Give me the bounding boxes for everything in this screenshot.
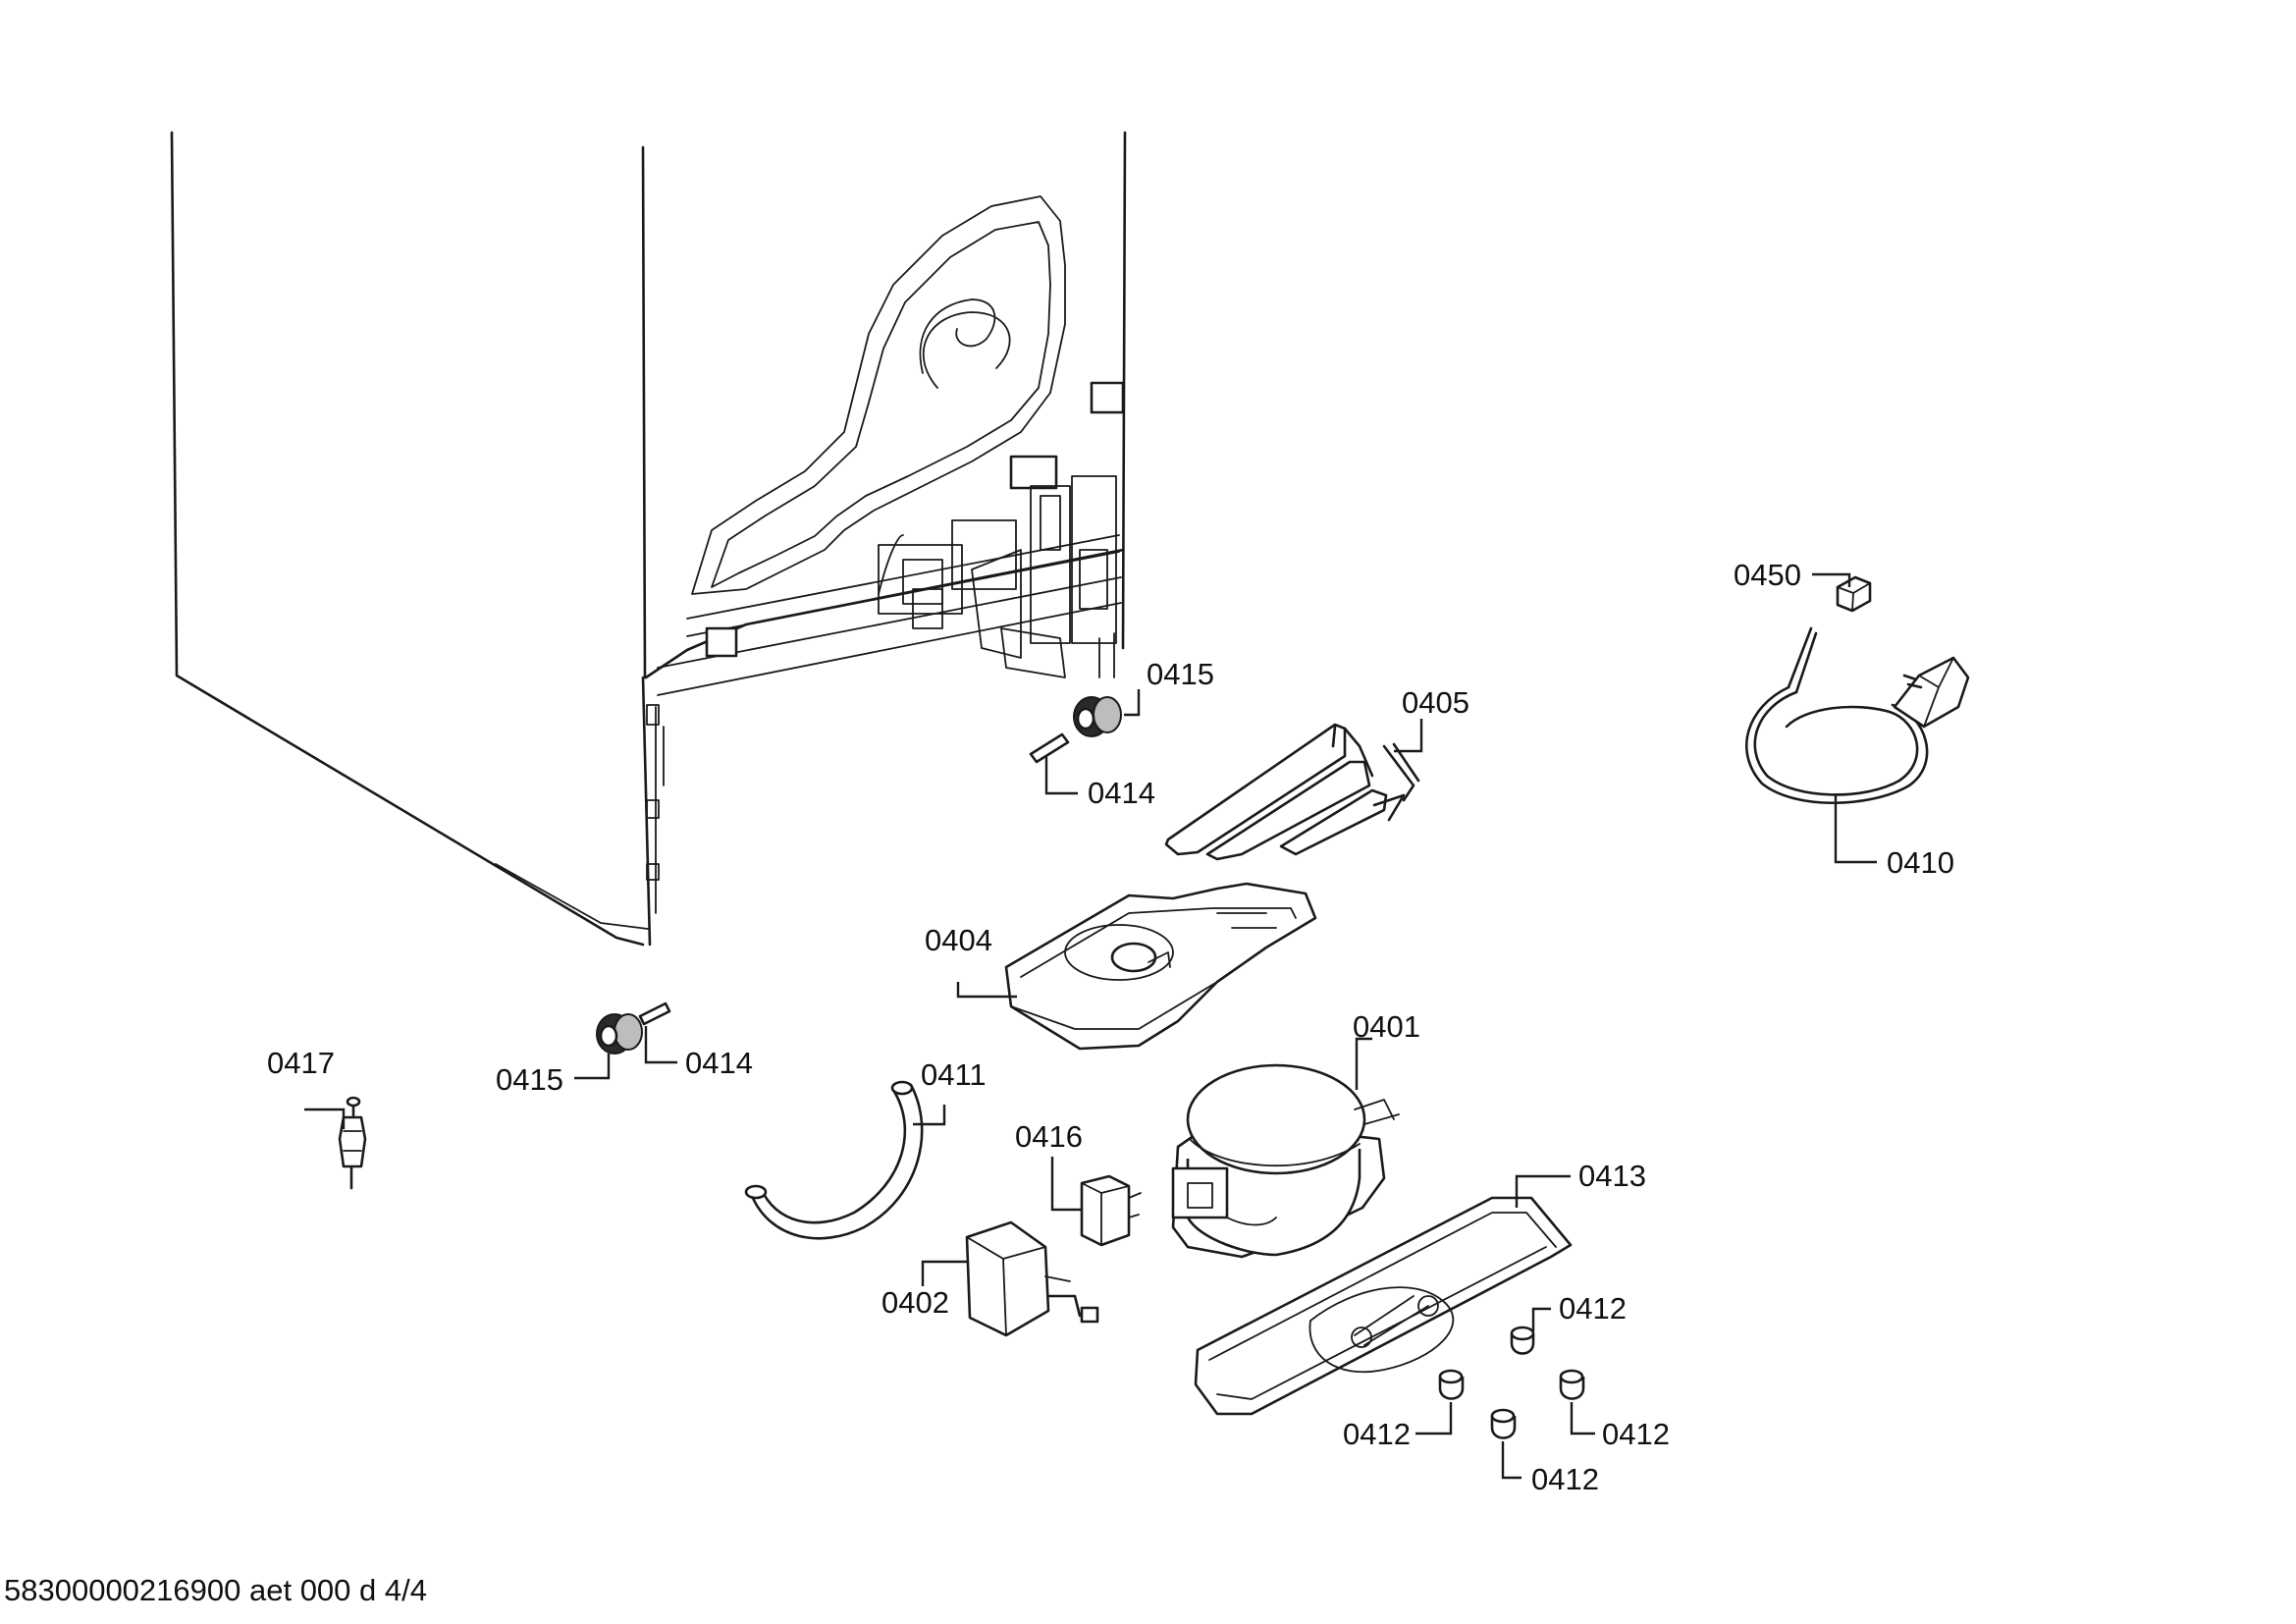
label-0413: 0413 <box>1578 1159 1646 1193</box>
label-0405: 0405 <box>1402 685 1469 720</box>
part-0415-upper-wheel: 0415 <box>1073 657 1214 737</box>
part-0410-power-cord: 0410 <box>1745 626 1970 880</box>
label-0415-lower: 0415 <box>496 1062 563 1097</box>
part-0412-grommet-c: 0412 <box>1559 1369 1670 1451</box>
label-0417: 0417 <box>267 1046 335 1080</box>
part-0411-drain-hose: 0411 <box>744 1057 987 1240</box>
label-0402: 0402 <box>881 1285 949 1320</box>
part-0415-lower-wheel: 0415 <box>496 1013 643 1097</box>
label-0412-d: 0412 <box>1531 1462 1599 1496</box>
part-0413-base-plate: 0413 <box>1194 1159 1646 1416</box>
label-0414-upper: 0414 <box>1088 776 1155 810</box>
refrigerator-cabinet <box>170 131 1127 947</box>
part-0402-start-device: 0402 <box>881 1220 1099 1337</box>
label-0412-a: 0412 <box>1559 1291 1627 1326</box>
part-0412-grommet-d: 0412 <box>1490 1408 1599 1496</box>
part-0401-compressor: 0401 <box>1171 1009 1420 1259</box>
label-0416: 0416 <box>1015 1119 1083 1154</box>
label-0415-upper: 0415 <box>1147 657 1214 691</box>
label-0411: 0411 <box>921 1057 987 1092</box>
part-0404-drip-tray: 0404 <box>925 882 1317 1051</box>
label-0404: 0404 <box>925 923 992 957</box>
part-0412-grommet-b: 0412 <box>1343 1369 1465 1451</box>
label-0410: 0410 <box>1887 845 1954 880</box>
label-0412-b: 0412 <box>1343 1417 1411 1451</box>
label-0412-c: 0412 <box>1602 1417 1670 1451</box>
label-0450: 0450 <box>1734 558 1801 592</box>
part-0405-heater-coil: 0405 <box>1164 685 1469 861</box>
part-0450-cap: 0450 <box>1734 558 1872 613</box>
part-0416-relay: 0416 <box>1015 1119 1142 1247</box>
part-0412-grommet-a: 0412 <box>1510 1291 1627 1355</box>
part-0414-lower-pin: 0414 <box>638 1001 753 1080</box>
part-0417-drier: 0417 <box>267 1046 367 1190</box>
document-id: 58300000216900 aet 000 d 4/4 <box>4 1573 427 1607</box>
label-0414-lower: 0414 <box>685 1046 753 1080</box>
part-0414-upper-pin: 0414 <box>1029 732 1155 810</box>
label-0401: 0401 <box>1353 1009 1420 1044</box>
